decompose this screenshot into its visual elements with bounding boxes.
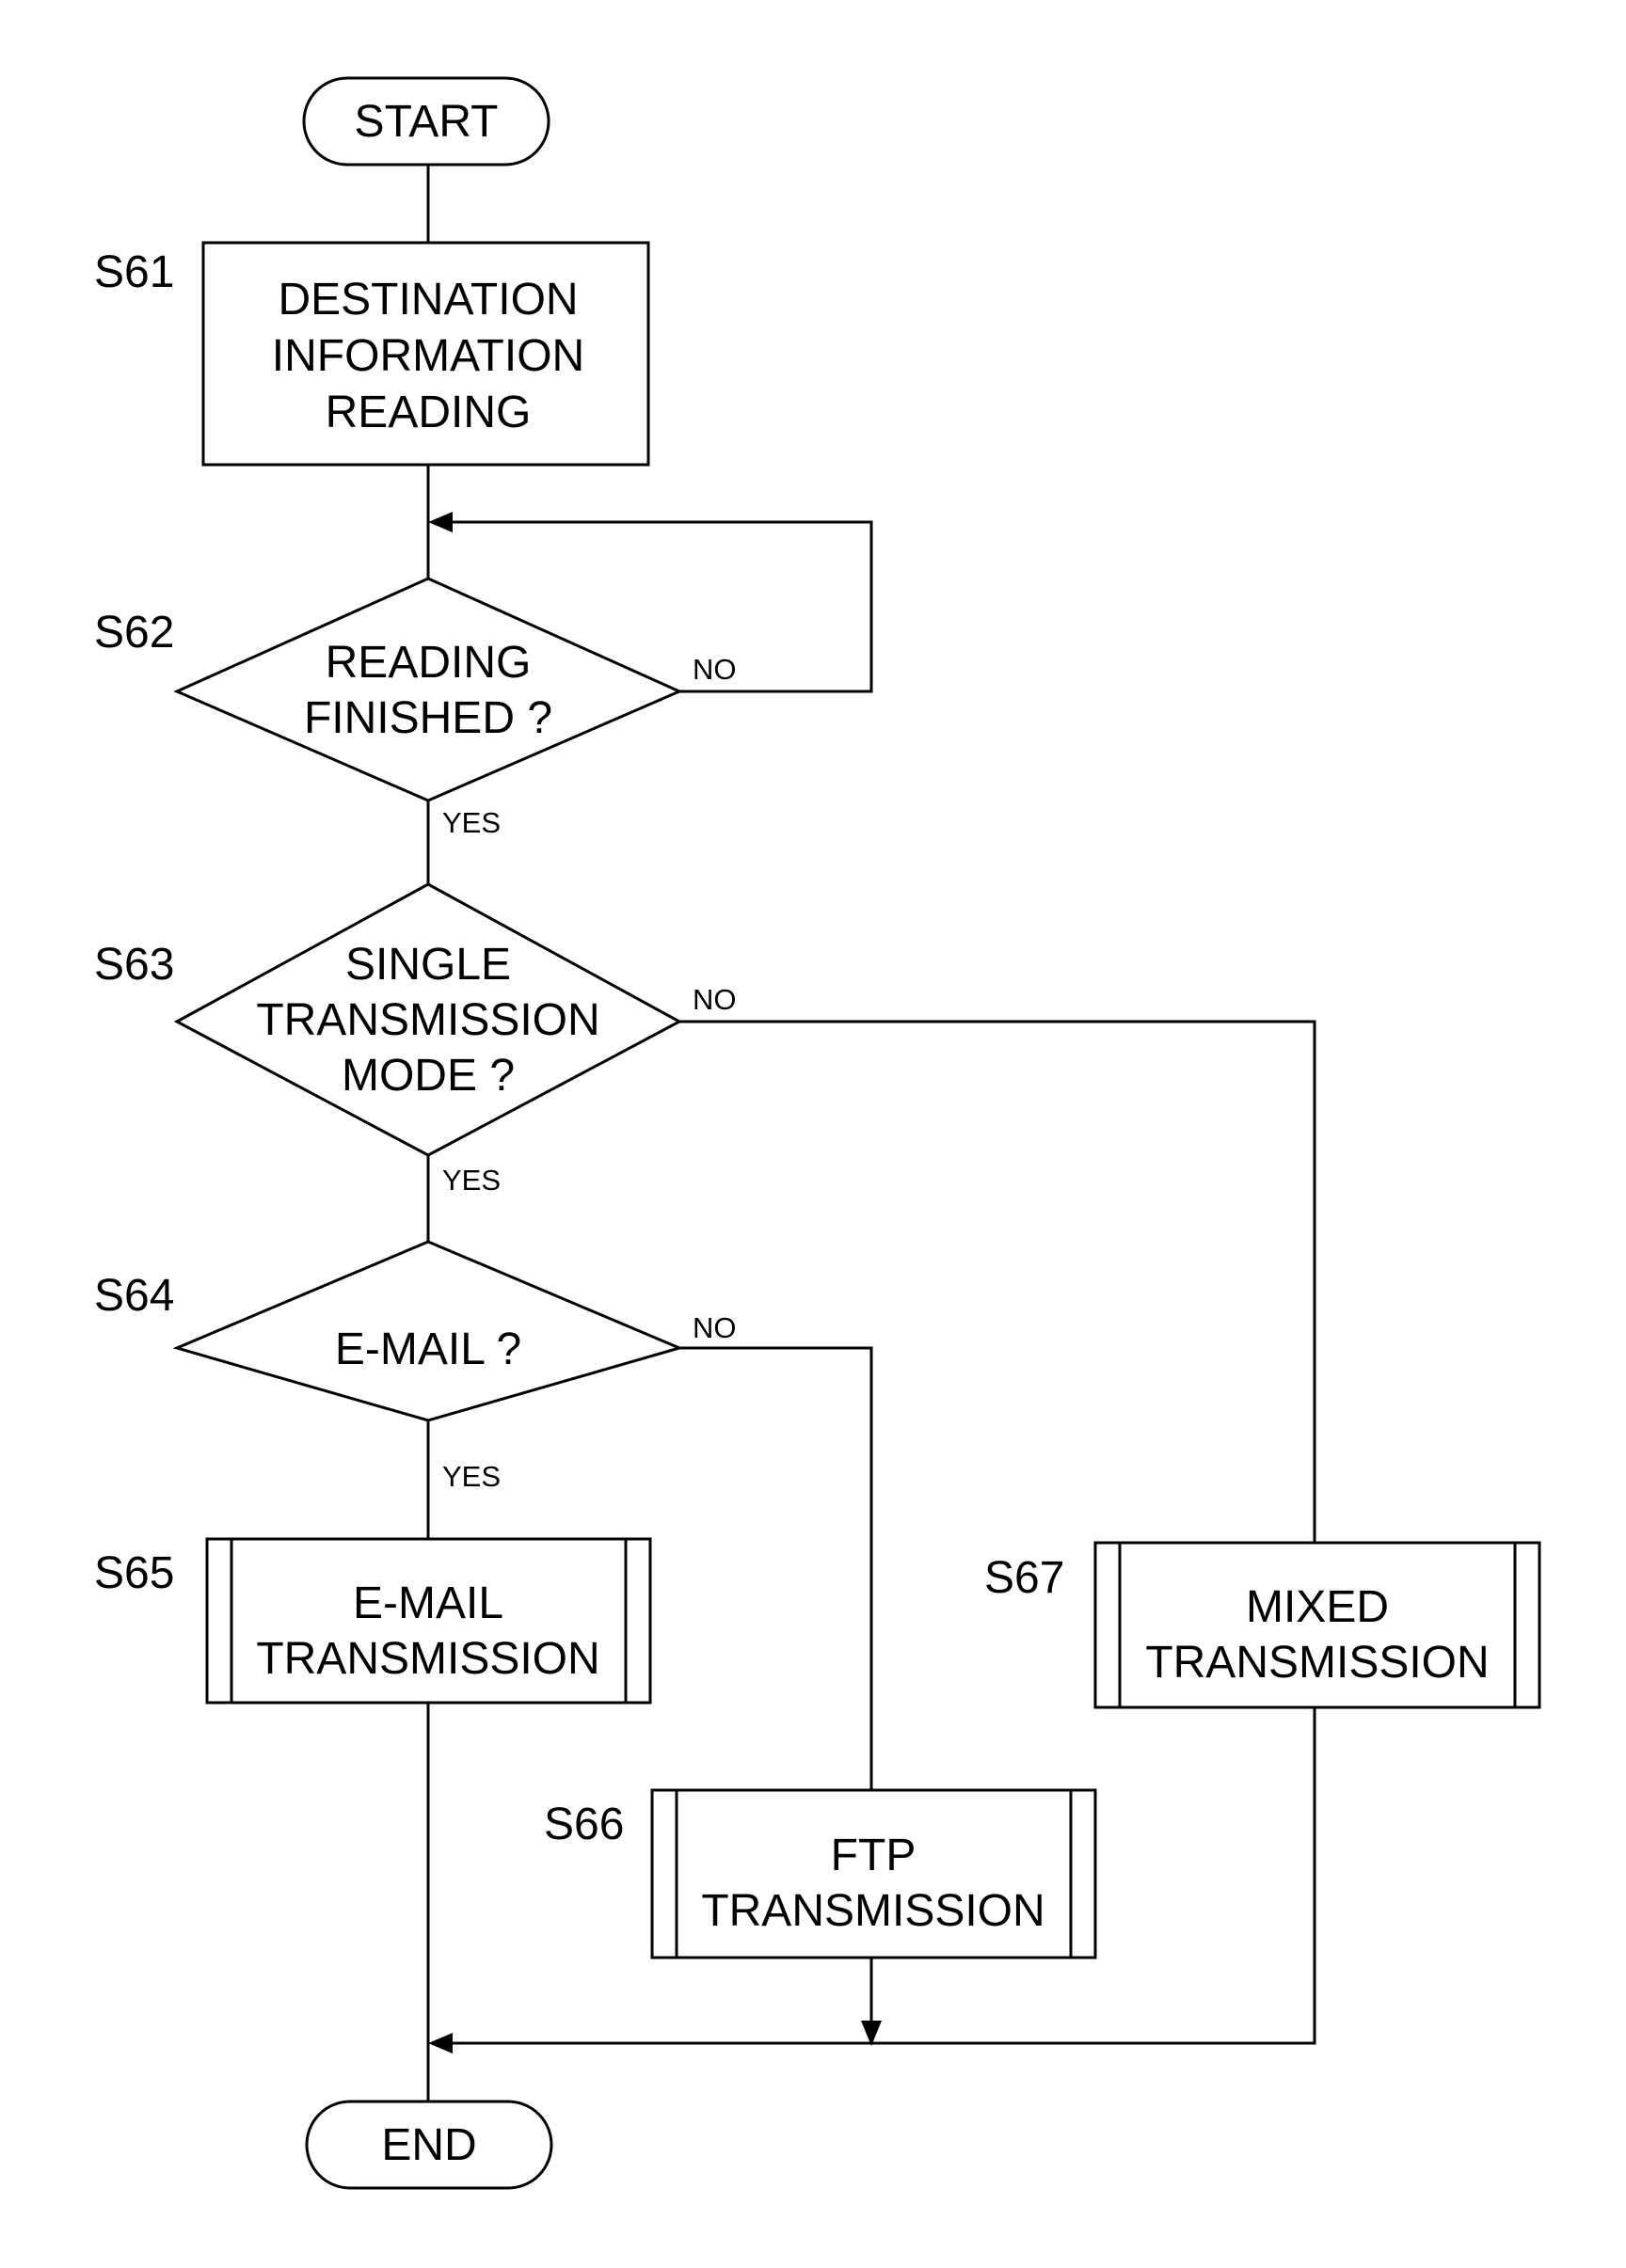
start-terminal: START: [304, 78, 549, 165]
step-s67: MIXED TRANSMISSION: [1095, 1543, 1539, 1707]
step-s66: FTP TRANSMISSION: [652, 1790, 1095, 1958]
s63-yes-label: YES: [442, 1164, 501, 1197]
s62-yes-label: YES: [442, 806, 501, 839]
s67-line-1: MIXED: [1246, 1582, 1389, 1632]
s61-line-2: INFORMATION: [272, 331, 584, 381]
end-label: END: [381, 2120, 476, 2170]
s63-no-label: NO: [693, 983, 737, 1016]
s64-step-label: S64: [94, 1271, 174, 1321]
s61-step-label: S61: [94, 247, 174, 297]
s65-step-label: S65: [94, 1548, 174, 1598]
s66-line-2: TRANSMISSION: [701, 1886, 1044, 1936]
s63-line-1: SINGLE: [345, 940, 511, 990]
s66-line-1: FTP: [831, 1831, 917, 1880]
s62-line-2: FINISHED ?: [304, 693, 552, 743]
s64-no-label: NO: [693, 1311, 737, 1344]
s63-line-2: TRANSMISSION: [256, 995, 599, 1045]
s63-step-label: S63: [94, 940, 174, 990]
step-s62: READING FINISHED ?: [177, 579, 679, 801]
s65-line-2: TRANSMISSION: [256, 1634, 599, 1684]
s65-line-1: E-MAIL: [353, 1578, 503, 1628]
step-s61: DESTINATION INFORMATION READING: [203, 243, 648, 465]
s63-line-3: MODE ?: [342, 1051, 515, 1101]
step-s63: SINGLE TRANSMISSION MODE ?: [177, 884, 679, 1155]
s64-yes-label: YES: [442, 1460, 501, 1493]
end-terminal: END: [307, 2101, 551, 2188]
step-s65: E-MAIL TRANSMISSION: [207, 1539, 650, 1703]
s62-step-label: S62: [94, 608, 174, 658]
step-s64: E-MAIL ?: [177, 1242, 679, 1420]
s62-line-1: READING: [326, 638, 532, 688]
s62-no-label: NO: [693, 653, 737, 686]
connector-s64-no: [679, 1348, 871, 1790]
arrowhead-loop-back: [428, 512, 453, 532]
s67-step-label: S67: [984, 1553, 1064, 1603]
s66-step-label: S66: [544, 1800, 624, 1849]
arrowhead-merge: [428, 2033, 453, 2054]
s67-line-2: TRANSMISSION: [1145, 1638, 1489, 1688]
s61-line-1: DESTINATION: [278, 275, 578, 325]
connector-s63-no: [679, 1022, 1315, 1543]
start-label: START: [355, 97, 499, 147]
s61-line-3: READING: [326, 388, 532, 437]
s64-line-1: E-MAIL ?: [335, 1324, 521, 1374]
